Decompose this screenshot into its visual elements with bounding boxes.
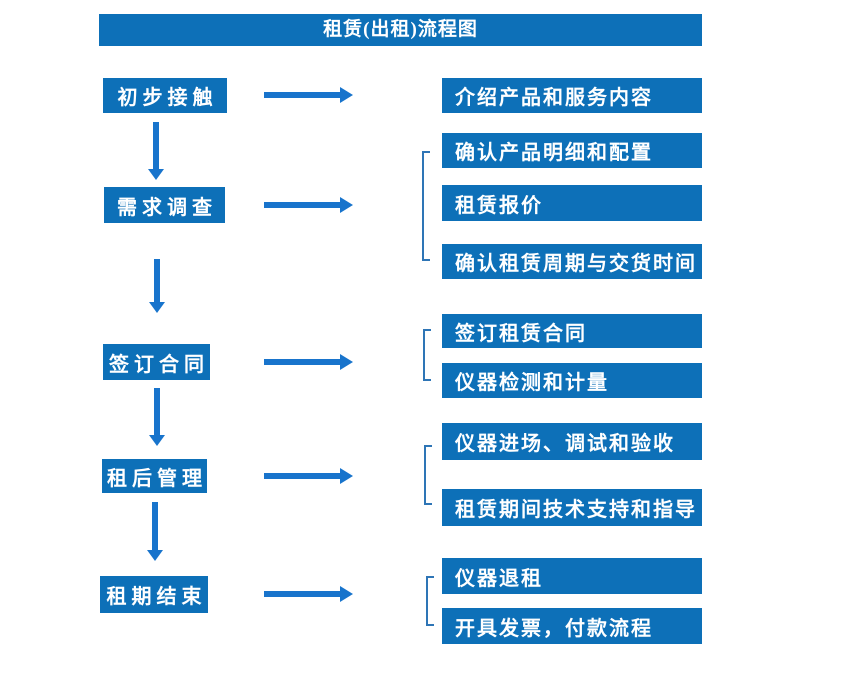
detail-box-instrument-return: 仪器退租	[442, 558, 702, 594]
detail-box-confirm-details: 确认产品明细和配置	[442, 133, 702, 168]
detail-box-sign-rental-contract: 签订租赁合同	[442, 314, 702, 348]
step-box-demand-survey: 需求调查	[104, 187, 225, 223]
step-box-rental-end: 租期结束	[100, 576, 208, 613]
detail-box-instrument-entry: 仪器进场、调试和验收	[442, 423, 702, 460]
down-arrow-icon	[148, 122, 164, 180]
detail-box-rental-quote: 租赁报价	[442, 185, 702, 221]
group-bracket	[422, 151, 430, 261]
group-bracket	[424, 445, 432, 505]
group-bracket	[423, 329, 431, 381]
right-arrow-icon	[264, 468, 353, 484]
right-arrow-icon	[264, 586, 353, 602]
step-box-sign-contract: 签订合同	[103, 344, 210, 380]
flowchart-title: 租赁(出租)流程图	[99, 14, 702, 46]
detail-box-invoice-payment: 开具发票，付款流程	[442, 608, 702, 644]
detail-box-introduce-products: 介绍产品和服务内容	[442, 78, 702, 113]
down-arrow-icon	[147, 502, 163, 561]
detail-box-tech-support: 租赁期间技术支持和指导	[442, 489, 702, 526]
detail-box-confirm-period: 确认租赁周期与交货时间	[442, 244, 702, 279]
step-box-post-rental-mgmt: 租后管理	[102, 459, 207, 493]
group-bracket	[426, 576, 434, 626]
down-arrow-icon	[149, 388, 165, 446]
step-box-initial-contact: 初步接触	[103, 78, 227, 113]
detail-box-instrument-testing: 仪器检测和计量	[442, 363, 702, 398]
right-arrow-icon	[264, 87, 353, 103]
down-arrow-icon	[149, 259, 165, 313]
right-arrow-icon	[264, 197, 353, 213]
right-arrow-icon	[264, 354, 353, 370]
